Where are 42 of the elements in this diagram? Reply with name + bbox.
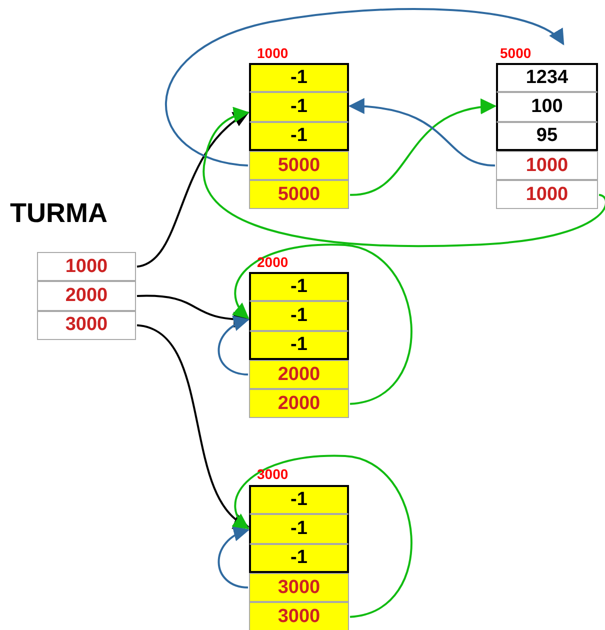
arrow: [218, 316, 250, 376]
arrow: [348, 98, 496, 167]
memory-block: [496, 45, 598, 210]
memory-block: [249, 466, 349, 630]
array-title: TURMA: [10, 198, 108, 229]
memory-cell: -1: [249, 330, 349, 360]
memory-block: [249, 45, 349, 210]
memory-cell: 1000: [496, 180, 598, 210]
arrow: [136, 112, 250, 268]
memory-cell: 3000: [37, 310, 136, 340]
memory-cell: 1000: [37, 252, 136, 282]
memory-cell: 2000: [37, 281, 136, 311]
memory-cell: 2000: [249, 389, 349, 418]
memory-cell: -1: [249, 301, 349, 331]
arrow: [202, 107, 605, 248]
memory-cell: 5000: [249, 180, 349, 210]
arrow: [232, 244, 412, 405]
memory-cell: -1: [249, 122, 349, 151]
address-label: 3000: [257, 466, 288, 482]
memory-cell: -1: [249, 485, 349, 514]
memory-cell: 1000: [496, 150, 598, 180]
memory-cell: 1234: [496, 63, 598, 92]
arrow: [136, 324, 250, 528]
memory-cell: 2000: [249, 360, 349, 390]
memory-cell: -1: [249, 514, 349, 544]
memory-cell: -1: [249, 272, 349, 302]
memory-cell: 3000: [249, 572, 349, 602]
memory-cell: 3000: [249, 602, 349, 630]
arrow: [232, 455, 412, 618]
address-label: 1000: [257, 45, 288, 61]
memory-cell: -1: [249, 63, 349, 92]
address-label: 2000: [257, 254, 288, 270]
memory-cell: 5000: [249, 150, 349, 180]
arrow: [165, 8, 564, 167]
arrow: [218, 527, 250, 589]
memory-block: [249, 254, 349, 418]
memory-cell: -1: [249, 544, 349, 573]
memory-cell: 100: [496, 92, 598, 122]
memory-cell: 95: [496, 122, 598, 151]
memory-cell: -1: [249, 92, 349, 122]
arrow: [350, 100, 497, 196]
address-label: 5000: [500, 45, 532, 61]
